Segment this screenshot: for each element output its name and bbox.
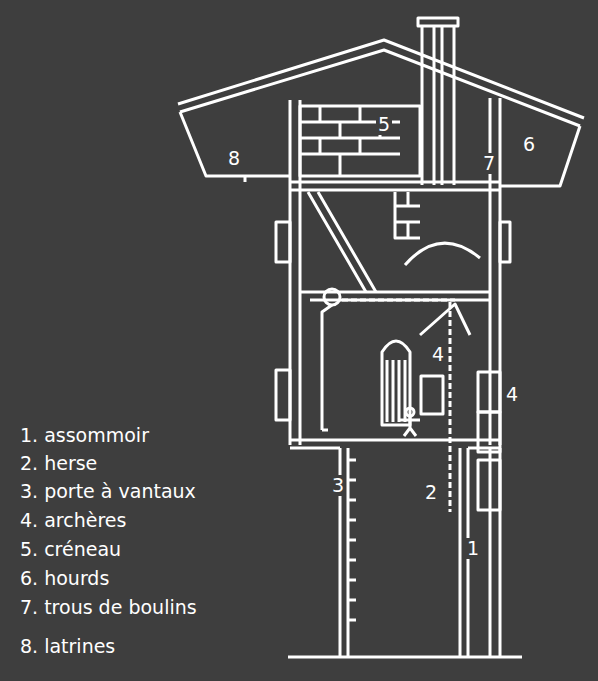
callout-number: 4 bbox=[504, 384, 520, 405]
callout-number: 3 bbox=[330, 475, 346, 496]
callout-number: 4 bbox=[430, 344, 446, 365]
legend-entry: 8. latrines bbox=[20, 636, 115, 657]
legend-entry: 6. hourds bbox=[20, 568, 109, 589]
callout-number: 8 bbox=[226, 148, 242, 169]
callout-number: 2 bbox=[423, 482, 439, 503]
legend-entry: 4. archères bbox=[20, 510, 126, 531]
legend-entry: 3. porte à vantaux bbox=[20, 481, 196, 502]
legend-entry: 5. créneau bbox=[20, 539, 121, 560]
callout-number: 5 bbox=[376, 114, 392, 135]
callout-number: 6 bbox=[521, 134, 537, 155]
legend-entry: 7. trous de boulins bbox=[20, 597, 197, 618]
legend-entry: 2. herse bbox=[20, 453, 97, 474]
callout-number: 1 bbox=[465, 538, 481, 559]
callout-number: 7 bbox=[481, 153, 497, 174]
legend-entry: 1. assommoir bbox=[20, 425, 149, 446]
